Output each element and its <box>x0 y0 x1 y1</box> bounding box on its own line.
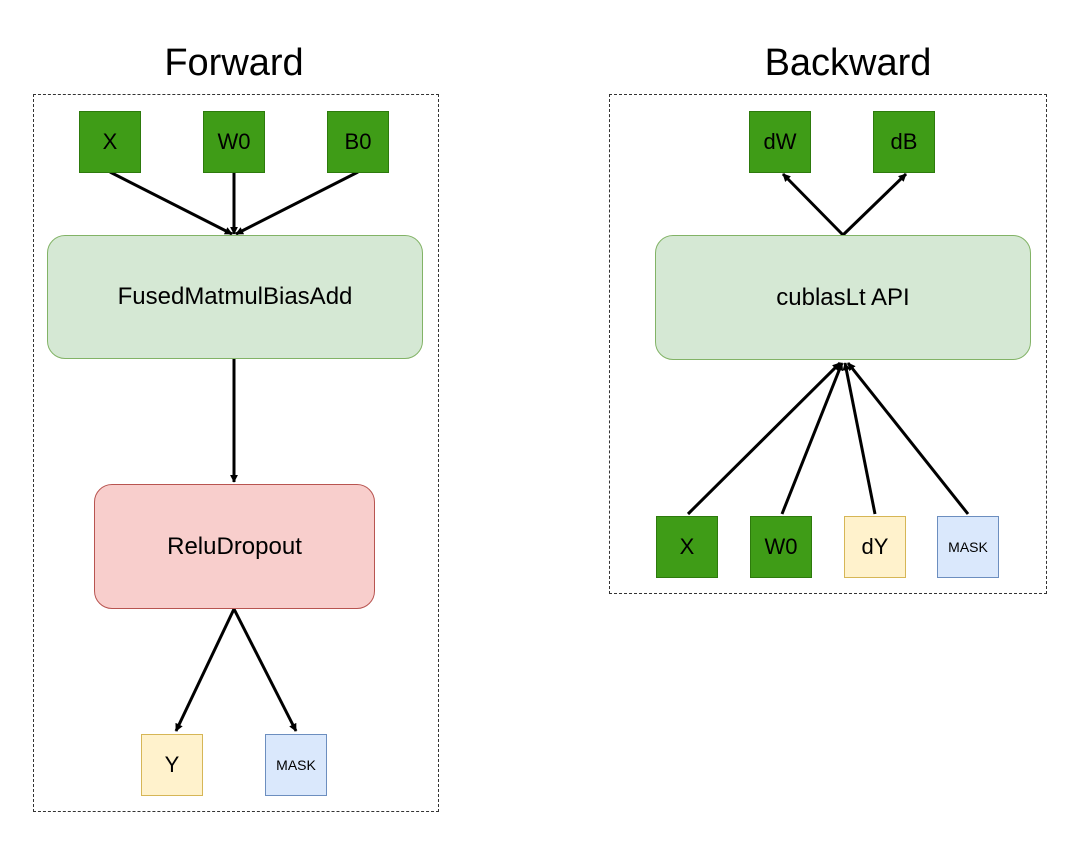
edge-w0-to-cublas <box>780 362 844 515</box>
backward-output-db: dB <box>873 111 935 173</box>
edge-relu-to-y <box>174 608 236 732</box>
forward-input-w0: W0 <box>203 111 265 173</box>
backward-input-dy: dY <box>844 516 906 578</box>
edge-cublas-to-dw <box>781 172 845 237</box>
edge-x-to-fused <box>109 170 233 236</box>
backward-input-mask: MASK <box>937 516 999 578</box>
fused-matmul-bias-add-node: FusedMatmulBiasAdd <box>47 235 423 359</box>
forward-input-b0: B0 <box>327 111 389 173</box>
forward-frame <box>33 94 439 812</box>
forward-title: Forward <box>164 42 304 84</box>
backward-input-x: X <box>656 516 718 578</box>
backward-output-dw: dW <box>749 111 811 173</box>
edge-mask-to-cublas <box>846 362 970 515</box>
edge-dy-to-cublas <box>842 362 877 515</box>
edge-x-to-cublas <box>686 361 842 516</box>
backward-title: Backward <box>764 42 932 84</box>
forward-input-x: X <box>79 111 141 173</box>
backward-frame <box>609 94 1047 594</box>
forward-output-mask: MASK <box>265 734 327 796</box>
backward-input-w0: W0 <box>750 516 812 578</box>
edge-cublas-to-db <box>841 172 908 237</box>
forward-output-y: Y <box>141 734 203 796</box>
cublaslt-api-node: cublasLt API <box>655 235 1031 360</box>
edge-b0-to-fused <box>235 170 359 236</box>
edge-relu-to-mask <box>232 608 298 732</box>
relu-dropout-node: ReluDropout <box>94 484 375 609</box>
